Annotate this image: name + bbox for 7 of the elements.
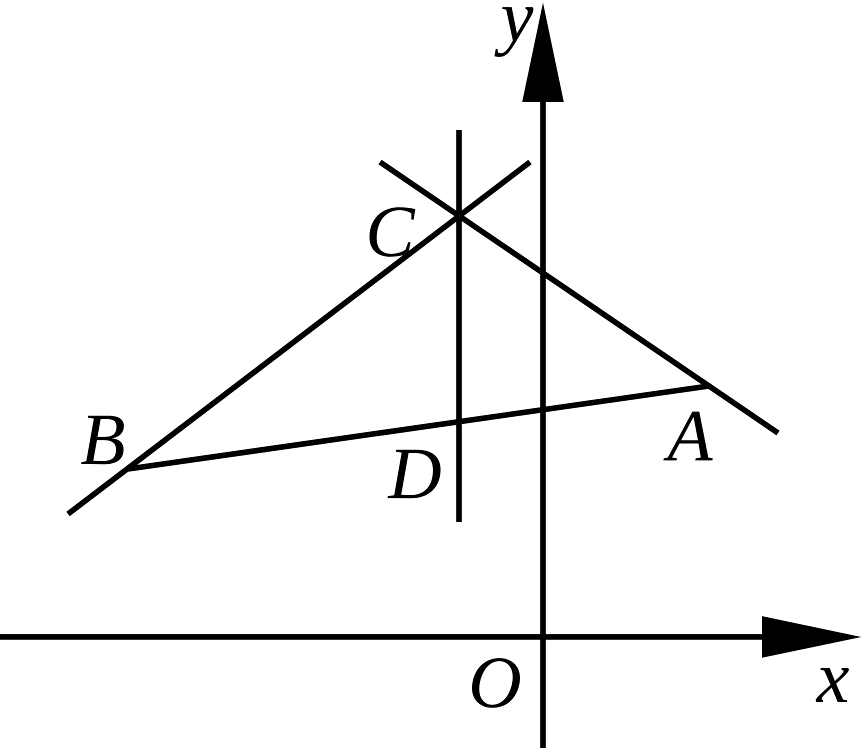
- point-label: D: [388, 450, 441, 498]
- axis-label: y: [494, 7, 534, 57]
- origin-label: O: [472, 658, 520, 708]
- point-label: B: [81, 416, 124, 464]
- axis-label: x: [816, 668, 849, 702]
- point-label: A: [663, 412, 713, 460]
- point-label: C: [370, 207, 416, 257]
